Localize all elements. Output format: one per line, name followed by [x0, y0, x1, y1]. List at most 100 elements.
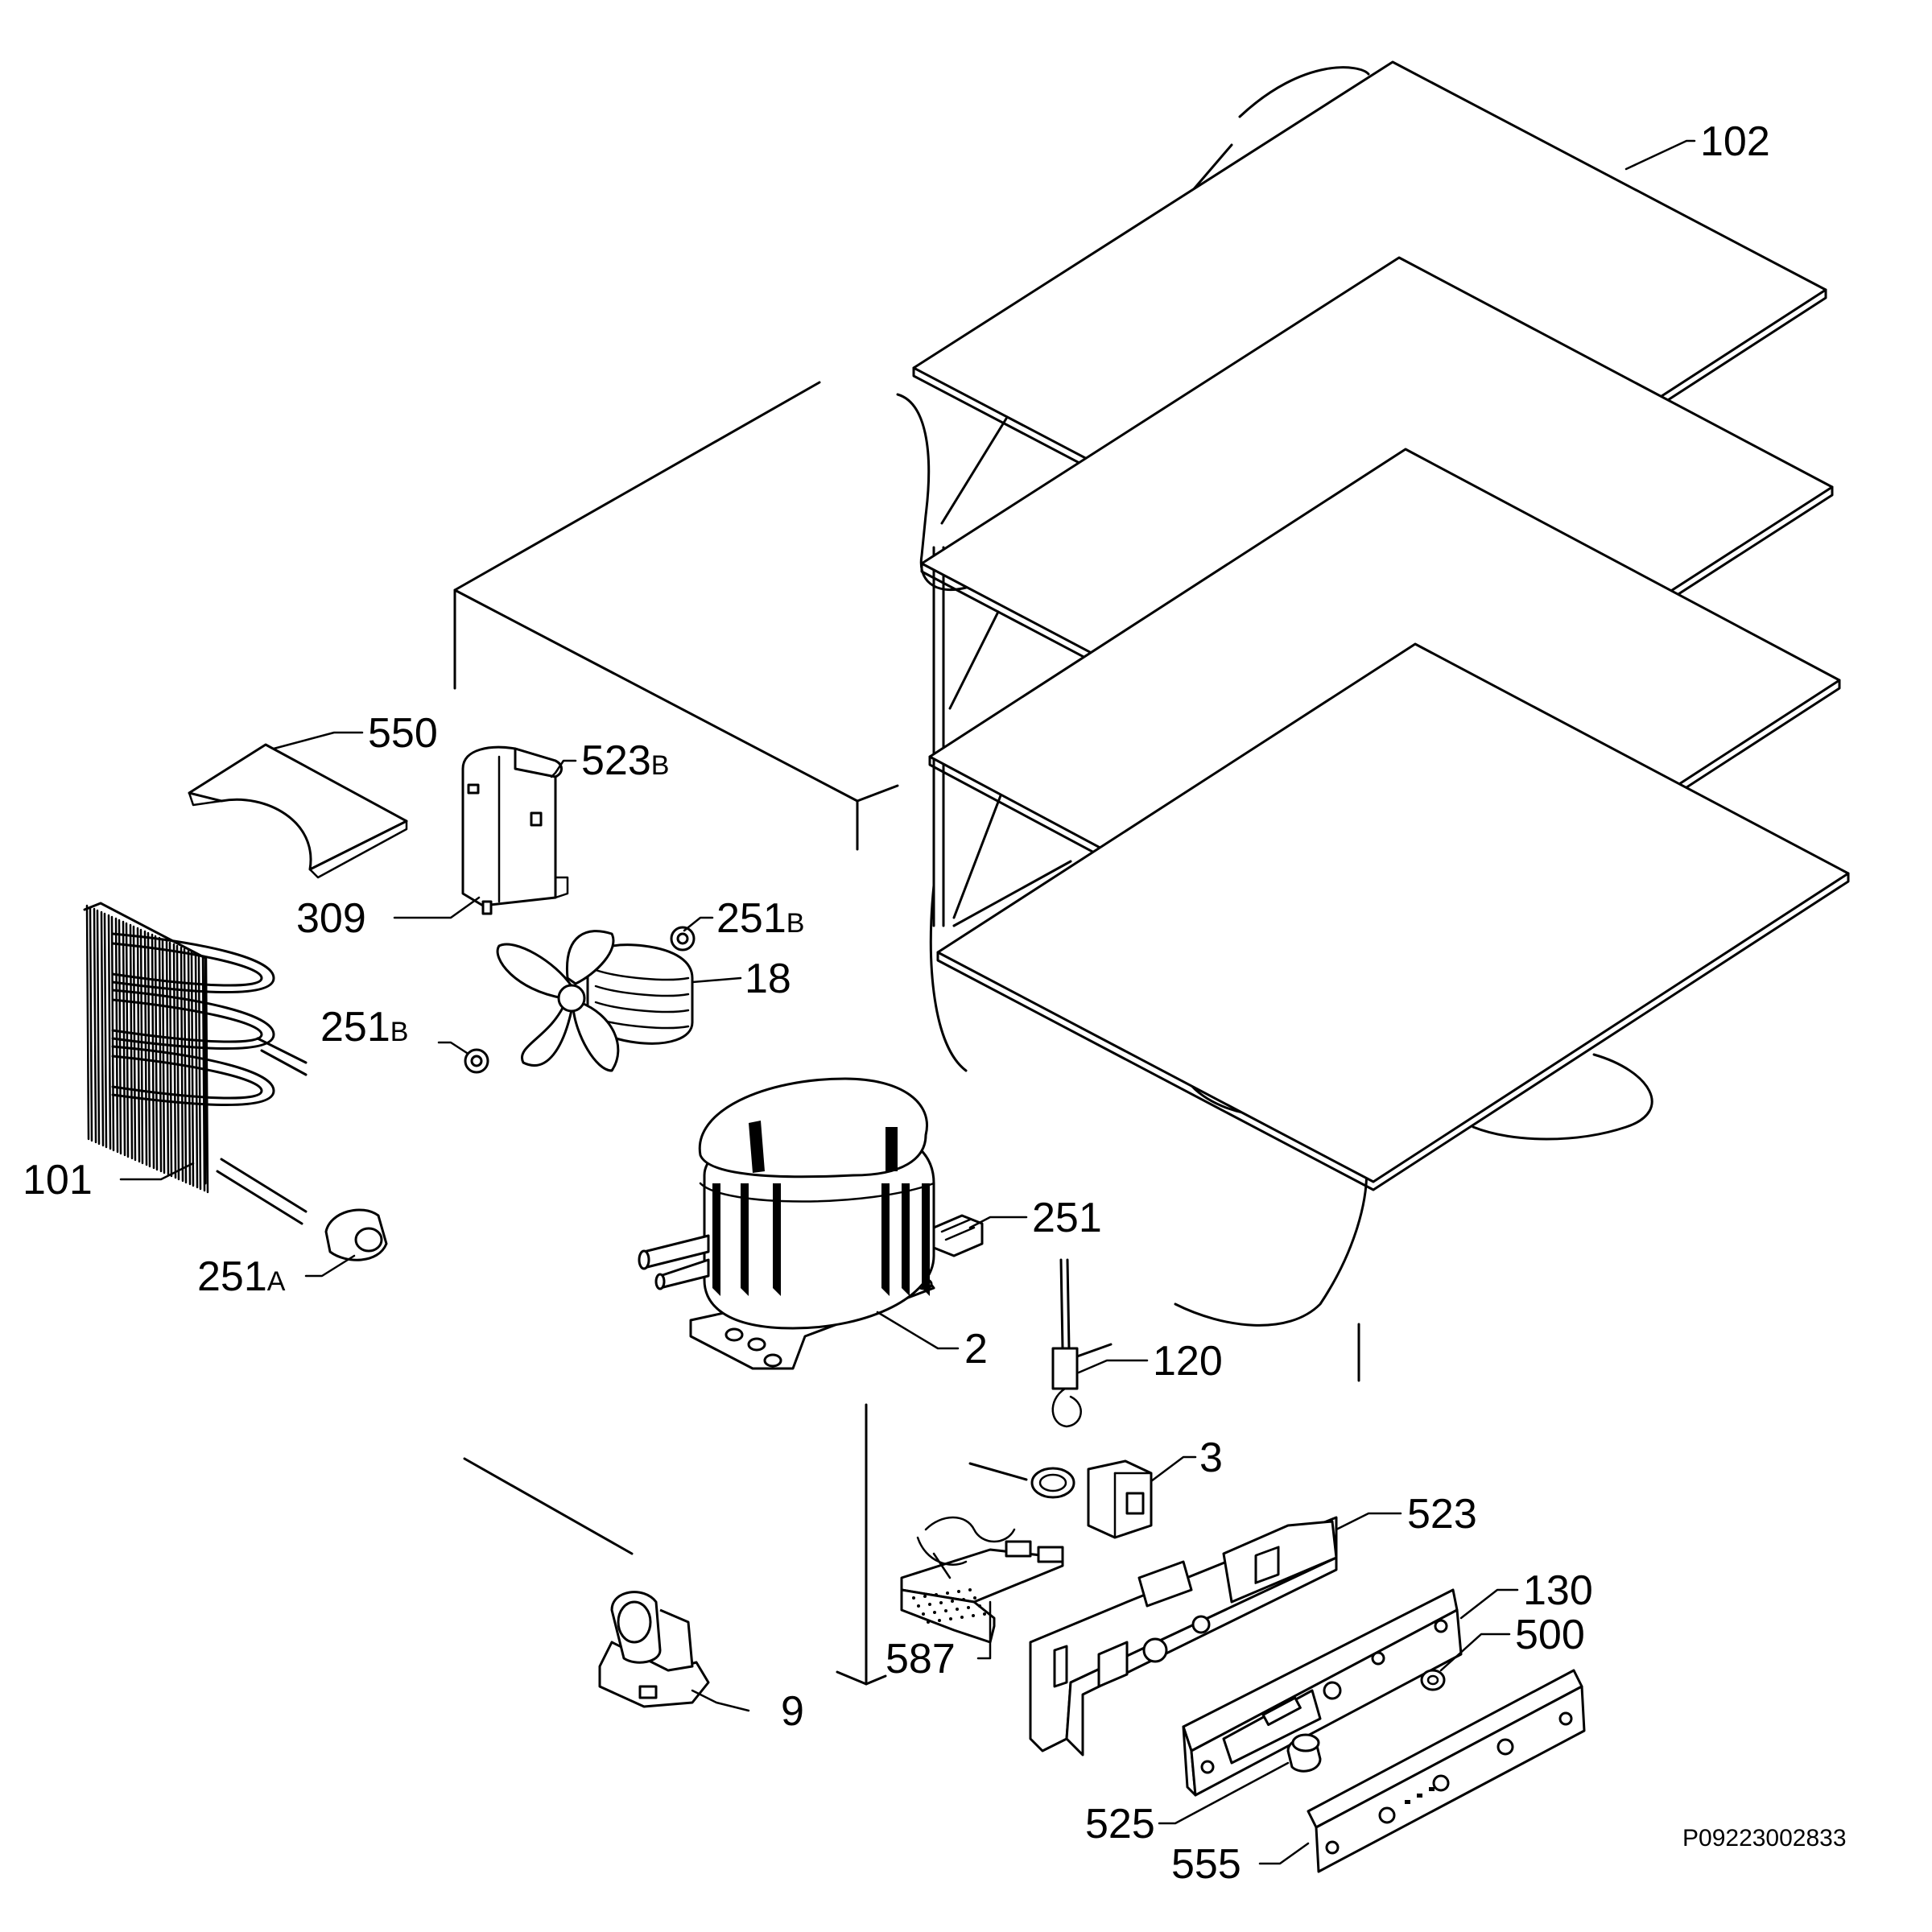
label-523: 523 — [1407, 1491, 1477, 1538]
condenser-wire — [93, 907, 97, 1144]
shelf-evaporator — [896, 60, 1850, 1327]
compressor — [638, 1077, 984, 1370]
condenser-wire — [110, 915, 115, 1152]
condenser-wire — [143, 930, 148, 1166]
label-2: 2 — [964, 1326, 988, 1373]
condenser-tube — [111, 1055, 263, 1100]
condenser-wire — [139, 928, 144, 1165]
compressor-stripe — [712, 1183, 720, 1296]
label-18: 18 — [745, 956, 791, 1002]
label-9: 9 — [781, 1688, 804, 1735]
condenser-pipe — [216, 1170, 303, 1225]
label-120: 120 — [1153, 1338, 1223, 1385]
condenser-tube — [111, 942, 263, 987]
board-dot — [944, 1609, 947, 1612]
reference-code: P09223002833 — [1682, 1825, 1847, 1852]
fan-motor — [496, 930, 694, 1072]
condenser-wire — [161, 938, 166, 1174]
condenser-wire — [194, 952, 199, 1189]
label-587: 587 — [886, 1636, 956, 1682]
condenser-wire — [96, 909, 101, 1146]
board-dot — [928, 1603, 931, 1606]
filter-drier — [1051, 1258, 1113, 1428]
electronic-board — [900, 1516, 1064, 1644]
condenser-wire — [114, 917, 119, 1154]
cover — [188, 743, 408, 879]
clamp — [598, 1591, 710, 1708]
label-3: 3 — [1199, 1435, 1223, 1481]
board-dot — [927, 1620, 930, 1624]
label-251: 251 — [1032, 1195, 1102, 1241]
board-dot — [983, 1612, 986, 1616]
board-dot — [935, 1593, 938, 1596]
condenser-wire — [89, 906, 93, 1142]
condenser-wire — [132, 925, 137, 1162]
condenser-wire — [107, 914, 112, 1150]
condenser-wire — [165, 939, 170, 1176]
label-525: 525 — [1085, 1801, 1155, 1847]
grommets — [324, 926, 696, 1261]
control-housing — [1029, 1516, 1338, 1757]
board-dot — [933, 1611, 936, 1614]
board-dot — [973, 1596, 976, 1600]
control-panel — [1182, 1588, 1463, 1797]
label-102: 102 — [1700, 118, 1770, 165]
board-dot — [946, 1591, 949, 1595]
condenser-wire — [85, 904, 90, 1141]
cabinet-outline — [453, 381, 1360, 1686]
board-dot — [978, 1604, 981, 1608]
condenser-wire — [197, 954, 202, 1191]
label-251a: 251A — [197, 1253, 286, 1300]
condenser-wire — [103, 912, 108, 1149]
front-trim — [1307, 1669, 1586, 1873]
condenser-tube — [111, 998, 263, 1043]
compressor-stripe — [886, 1127, 898, 1171]
board-dot — [960, 1616, 964, 1619]
compressor-stripe — [773, 1183, 781, 1296]
condenser-pipe — [256, 1037, 308, 1064]
board-dot — [923, 1595, 927, 1598]
label-251b-fan: 251B — [320, 1004, 408, 1051]
label-500: 500 — [1515, 1612, 1585, 1658]
label-130: 130 — [1523, 1567, 1593, 1614]
board-dot — [917, 1604, 920, 1608]
compressor-stripe — [902, 1183, 910, 1296]
compressor-stripe — [741, 1183, 749, 1296]
board-dot — [956, 1608, 959, 1611]
board-dot — [938, 1619, 941, 1622]
board-dot — [967, 1606, 970, 1609]
label-101: 101 — [23, 1157, 93, 1203]
label-309: 309 — [296, 895, 366, 942]
board-dot — [922, 1612, 925, 1616]
compressor-stripe — [881, 1183, 890, 1296]
condenser-tube — [111, 989, 275, 1050]
condenser-wire — [175, 944, 180, 1181]
relay-assembly — [461, 745, 569, 915]
label-550: 550 — [368, 710, 438, 757]
knob — [1286, 1733, 1322, 1773]
board-dot — [949, 1617, 952, 1620]
condenser-frame — [83, 902, 207, 1185]
part-labels: 102 550 523B 309 251B 18 251B 101 251 25… — [23, 118, 1847, 1888]
thermostat — [968, 1459, 1153, 1539]
board-dot — [951, 1600, 954, 1603]
condenser-wire — [168, 941, 173, 1178]
label-523b: 523B — [581, 737, 669, 784]
condenser-wire — [154, 935, 159, 1171]
condenser-tube — [111, 1045, 275, 1106]
board-dot — [939, 1601, 943, 1604]
condenser-wire — [118, 919, 122, 1155]
condenser-pipe — [260, 1049, 308, 1076]
condenser-pipe — [220, 1158, 308, 1213]
board-dot — [957, 1590, 960, 1593]
condenser-wire — [136, 927, 141, 1163]
label-251b-upper: 251B — [716, 895, 804, 942]
board-dot — [962, 1598, 965, 1601]
condenser — [83, 902, 308, 1225]
board-dot — [968, 1588, 972, 1591]
leader-lines — [119, 139, 1696, 1865]
board-dot — [912, 1596, 915, 1600]
condenser-wire — [190, 951, 195, 1187]
